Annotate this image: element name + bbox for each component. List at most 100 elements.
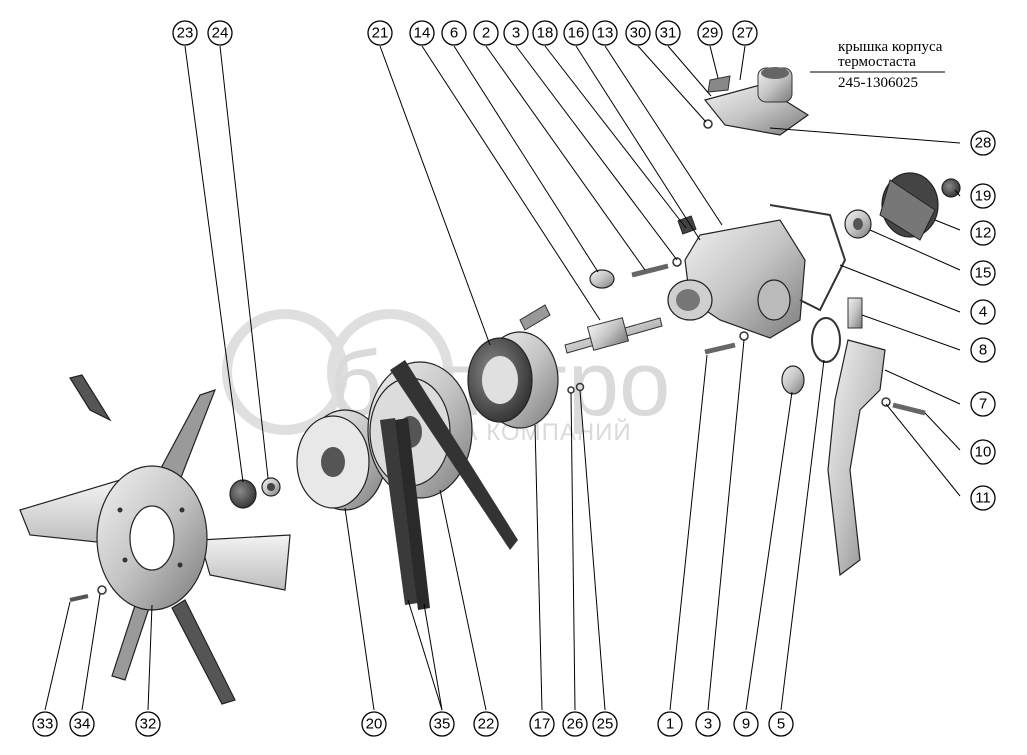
callout-label: 14 (414, 25, 431, 42)
callout-label: 9 (742, 716, 750, 733)
leader-lines (44, 45, 961, 711)
callout-label: 5 (777, 716, 785, 733)
callout-label: 3 (512, 25, 520, 42)
callout-18: 18 (532, 20, 558, 46)
callout-label: 31 (660, 25, 677, 42)
callout-label: 34 (74, 716, 91, 733)
note-line-3: 245-1306025 (838, 75, 918, 91)
plug-part-6 (589, 269, 615, 289)
impeller-part-12 (879, 172, 939, 241)
callout-25: 25 (592, 711, 618, 737)
callout-1: 1 (657, 711, 683, 737)
callout-23: 23 (172, 20, 198, 46)
callout-30: 30 (625, 20, 651, 46)
callout-33: 33 (32, 711, 58, 737)
callout-19: 19 (970, 183, 996, 209)
callout-11: 11 (970, 485, 996, 511)
callout-9: 9 (733, 711, 759, 737)
callout-label: 10 (975, 444, 992, 461)
shaft-part-14 (564, 317, 663, 354)
callout-label: 27 (737, 25, 754, 42)
callout-label: 11 (975, 490, 991, 507)
gasket-part-5 (811, 317, 841, 363)
callout-31: 31 (655, 20, 681, 46)
callout-2: 2 (473, 20, 499, 46)
bolt-part-1 (704, 331, 749, 355)
seal-part-15 (844, 209, 872, 239)
gasket-part-4 (769, 204, 847, 312)
clutch-part-21 (467, 304, 559, 429)
bolt-part-2 (631, 257, 682, 278)
callout-label: 6 (450, 25, 458, 42)
callout-label: 7 (979, 396, 987, 413)
callout-label: 32 (140, 716, 157, 733)
callout-label: 20 (366, 716, 383, 733)
callout-6: 6 (441, 20, 467, 46)
callout-20: 20 (361, 711, 387, 737)
callout-4: 4 (970, 299, 996, 325)
callout-22: 22 (473, 711, 499, 737)
callout-label: 8 (979, 342, 987, 359)
housing-part-13 (667, 219, 806, 339)
callout-8: 8 (970, 337, 996, 363)
fan-part (19, 374, 291, 705)
callout-label: 25 (597, 716, 614, 733)
callout-label: 12 (975, 225, 992, 242)
callout-label: 19 (975, 188, 992, 205)
callout-label: 35 (434, 716, 451, 733)
callout-label: 30 (630, 25, 647, 42)
callout-label: 4 (979, 304, 987, 321)
cap-part-23 (229, 479, 257, 509)
note-line-2: термостаста (838, 54, 916, 70)
callout-17: 17 (529, 711, 555, 737)
callout-label: 3 (704, 716, 712, 733)
thermostat-cover-note: крышка корпуса термостаста 245-1306025 (838, 39, 943, 91)
callout-14: 14 (409, 20, 435, 46)
callout-label: 26 (567, 716, 584, 733)
plug-part-9 (781, 365, 805, 395)
callout-label: 13 (597, 25, 614, 42)
callout-29: 29 (697, 20, 723, 46)
callout-label: 33 (37, 716, 54, 733)
callout-34: 34 (69, 711, 95, 737)
callout-3-bottom: 3 (695, 711, 721, 737)
callout-label: 29 (702, 25, 719, 42)
callout-label: 23 (177, 25, 194, 42)
fitting-part-8 (847, 297, 863, 329)
note-line-1: крышка корпуса (838, 39, 943, 55)
belts-part-35 (380, 360, 518, 610)
callout-label: 2 (482, 25, 490, 42)
callout-label: 18 (537, 25, 554, 42)
callout-label: 15 (975, 265, 992, 282)
callout-35: 35 (429, 711, 455, 737)
washer-part-25 (575, 382, 585, 392)
callout-label: 28 (975, 135, 992, 152)
callout-10: 10 (970, 439, 996, 465)
callout-26: 26 (562, 711, 588, 737)
callout-label: 22 (478, 716, 495, 733)
callout-3-top: 3 (503, 20, 529, 46)
nut-part-24 (261, 477, 281, 497)
cap-part-19 (941, 178, 961, 198)
cap-part-18 (677, 215, 697, 235)
callout-label: 17 (534, 716, 551, 733)
callout-32: 32 (135, 711, 161, 737)
callout-16: 16 (563, 20, 589, 46)
callouts: 23 24 21 14 6 2 3 18 16 13 30 31 29 27 2… (32, 20, 996, 737)
fan-bolt-part (69, 585, 107, 602)
thermostat-cover-part (703, 67, 810, 136)
callout-15: 15 (970, 260, 996, 286)
callout-5: 5 (768, 711, 794, 737)
callout-13: 13 (592, 20, 618, 46)
callout-label: 16 (568, 25, 585, 42)
callout-label: 24 (212, 25, 229, 42)
callout-28: 28 (970, 130, 996, 156)
callout-label: 21 (372, 25, 389, 42)
callout-label: 1 (666, 716, 674, 733)
callout-24: 24 (207, 20, 233, 46)
callout-7: 7 (970, 391, 996, 417)
bolt-part-10 (881, 397, 926, 416)
callout-27: 27 (732, 20, 758, 46)
callout-21: 21 (367, 20, 393, 46)
